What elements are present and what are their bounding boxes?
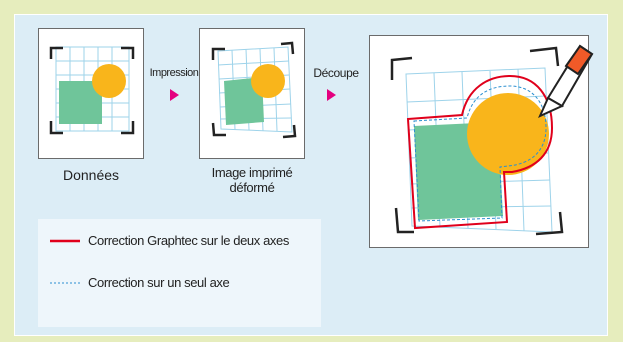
printed-image-card xyxy=(199,28,305,159)
legend-item-one-axis: Correction sur un seul axe xyxy=(48,275,229,290)
data-label: Données xyxy=(38,167,144,183)
orange-circle xyxy=(92,64,126,98)
legend-label-two-axis: Correction Graphtec sur le deux axes xyxy=(88,233,289,248)
legend-item-two-axis: Correction Graphtec sur le deux axes xyxy=(48,233,289,248)
cut-arrow-icon xyxy=(327,89,336,101)
blue-dotted-swatch xyxy=(48,281,82,285)
legend: Correction Graphtec sur le deux axes Cor… xyxy=(38,219,321,327)
cut-result-card xyxy=(369,35,589,248)
printed-image-label: Image imprimé déformé xyxy=(192,165,312,195)
original-data-card xyxy=(38,28,144,159)
print-arrow-icon xyxy=(170,89,179,101)
printed-label-line1: Image imprimé xyxy=(192,165,312,180)
print-arrow-label: Impression xyxy=(146,67,202,79)
legend-label-one-axis: Correction sur un seul axe xyxy=(88,275,229,290)
red-line-swatch xyxy=(48,239,82,243)
cutter-knife-icon xyxy=(540,46,592,116)
distorted-print-graphic xyxy=(200,29,306,160)
distorted-orange-circle xyxy=(251,64,285,98)
original-data-graphic xyxy=(39,29,145,160)
cut-arrow-label: Découpe xyxy=(308,66,364,80)
printed-label-line2: déformé xyxy=(192,180,312,195)
cut-result-graphic xyxy=(370,36,590,249)
